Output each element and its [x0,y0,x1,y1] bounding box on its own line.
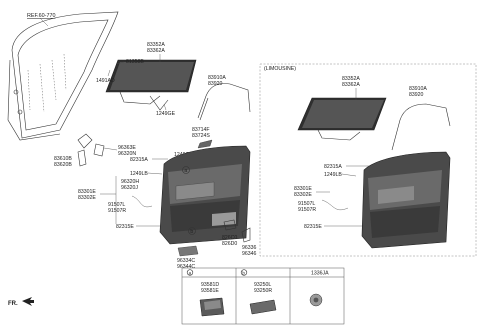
label-83910a: 83910A [208,75,226,81]
limousine-label-91507r: 91507R [298,207,316,213]
label-83920: 83920 [208,81,223,87]
table-part-93250r: 93250R [254,288,272,294]
table-marker-a-circle [186,269,194,276]
label-1491ad: 1491AD [96,78,115,84]
label-96320j: 96320J [121,185,138,191]
label-1249lb: 1249LB [130,171,148,177]
table-part-1336ja: 1336JA [311,271,329,277]
label-83610b: 83610B [54,156,72,162]
label-826c0: 826C0 [222,235,237,241]
callout-a: a [184,168,187,174]
label-83302e: 83302E [78,195,96,201]
limousine-frame [259,63,477,257]
table-marker-b-circle [240,269,248,276]
callout-b: b [190,229,193,235]
callout-b-circle [188,227,196,235]
door-trim-panel [159,145,251,245]
label-91507r: 91507R [108,208,126,214]
limousine-window-module [297,97,387,141]
label-96336: 96336 [242,245,257,251]
table-part-93250l: 93250L [254,282,271,288]
label-96346: 96346 [242,251,257,257]
label-83724s: 83724S [192,133,210,139]
limousine-title: (LIMOUSINE) [264,66,296,72]
wiring-harness [131,195,153,208]
front-direction-label: FR. [8,301,18,307]
label-826d0: 826D0 [222,241,237,247]
tweeter [93,143,105,157]
limousine-label-83302e: 83302E [294,192,312,198]
front-arrow-icon [22,297,34,306]
weatherstrip [197,83,251,121]
label-96363e: 96363E [118,145,136,151]
label-83352a: 83352A [147,42,165,48]
parts-table [181,267,345,325]
garnish-96334c [177,245,199,257]
limousine-label-83910a: 83910A [409,86,427,92]
limousine-label-1249lb: 1249LB [324,172,342,178]
speaker-grille-lower [241,227,251,243]
reference-label: REF.60-770 [27,13,55,19]
label-96320n: 96320N [118,151,136,157]
limousine-label-91507l: 91507L [298,201,315,207]
label-96344c: 96344C [177,264,195,270]
limousine-label-83301e: 83301E [294,186,312,192]
label-81358b: 81358B [126,59,144,65]
label-83620b: 83620B [54,162,72,168]
label-96334c: 96334C [177,258,195,264]
limousine-label-83352a: 83352A [342,76,360,82]
door-check [77,149,87,167]
table-part-93581d: 93581D [201,282,219,288]
seat-switch-93250 [249,299,277,315]
window-module [105,59,197,111]
door-frame [7,11,119,141]
label-82315a: 82315A [130,157,148,163]
callout-a-circle [182,166,190,174]
speaker-grille-upper [77,133,93,149]
limousine-door-trim-panel [361,151,451,249]
label-1249ge-upper: 1249GE [156,111,176,117]
label-83301e: 83301E [78,189,96,195]
limousine-label-82315a: 82315A [324,164,342,170]
label-91507l: 91507L [108,202,125,208]
limousine-label-82315e: 82315E [304,224,322,230]
label-83362a: 83362A [147,48,165,54]
table-part-93581e: 93581E [201,288,219,294]
limousine-label-83920: 83920 [409,92,424,98]
limousine-weatherstrip [391,103,451,151]
label-83714f: 83714F [192,127,210,133]
delta-cover [197,139,213,149]
clip-826c0 [223,219,237,231]
label-82315e: 82315E [116,224,134,230]
label-96320h: 96320H [121,179,139,185]
table-marker-b: b [242,270,245,275]
table-marker-a: a [189,270,192,275]
limousine-label-83362a: 83362A [342,82,360,88]
